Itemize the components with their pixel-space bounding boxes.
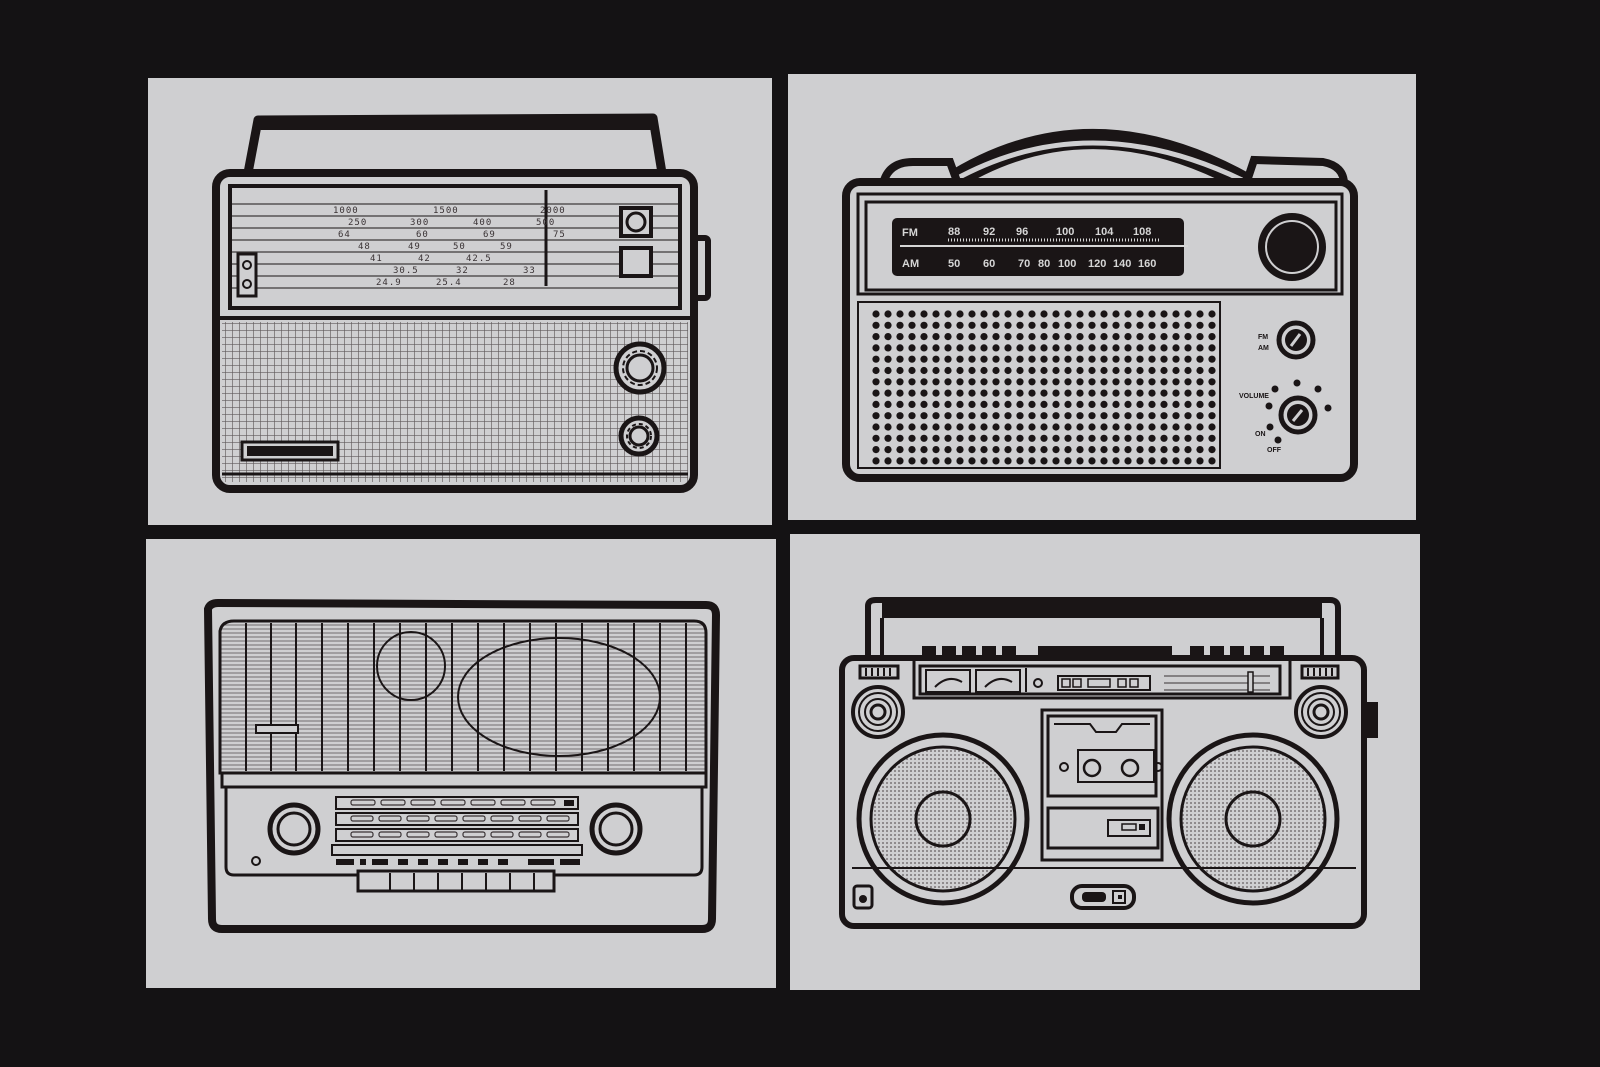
card-tube-radio: Tabletop valve radio — [146, 539, 776, 988]
fm-tick: 92 — [983, 226, 995, 238]
am-tick: 100 — [1058, 258, 1076, 270]
svg-text:41: 41 — [370, 254, 383, 264]
band-fm-label: FM — [1258, 334, 1268, 341]
band-am-label: AM — [1258, 345, 1269, 352]
am-tick: 50 — [948, 258, 960, 270]
am-tick: 160 — [1138, 258, 1156, 270]
on-label: ON — [1255, 431, 1266, 438]
svg-text:64: 64 — [338, 230, 351, 240]
am-tick: 80 — [1038, 258, 1050, 270]
portable-radio-illustration: 1000 1500 2000 250 300 400 500 64 60 69 75 48 49 5… — [212, 113, 711, 493]
svg-text:42.5: 42.5 — [466, 254, 492, 264]
boombox-illustration — [839, 597, 1378, 929]
card-boombox: Stereo cassette boombox — [790, 534, 1420, 990]
svg-text:1000: 1000 — [333, 206, 359, 216]
svg-text:33: 33 — [523, 266, 536, 276]
svg-text:69: 69 — [483, 230, 496, 240]
fm-label: FM — [902, 227, 918, 239]
svg-text:500: 500 — [536, 218, 555, 228]
am-tick: 140 — [1113, 258, 1131, 270]
fm-tick: 100 — [1056, 226, 1074, 238]
svg-text:59: 59 — [500, 242, 513, 252]
svg-text:75: 75 — [553, 230, 566, 240]
fm-tick: 108 — [1133, 226, 1151, 238]
am-tick: 60 — [983, 258, 995, 270]
tube-radio-illustration — [203, 598, 721, 933]
svg-text:32: 32 — [456, 266, 469, 276]
svg-text:28: 28 — [503, 278, 516, 288]
svg-text:1500: 1500 — [433, 206, 459, 216]
svg-text:300: 300 — [410, 218, 429, 228]
svg-text:60: 60 — [416, 230, 429, 240]
fm-tick: 88 — [948, 226, 960, 238]
volume-label: VOLUME — [1239, 393, 1269, 400]
fm-am-radio-illustration: FM AM 88 92 96 100 104 108 50 60 70 80 1… — [842, 129, 1358, 482]
am-tick: 120 — [1088, 258, 1106, 270]
am-label: AM — [902, 258, 919, 270]
svg-text:250: 250 — [348, 218, 367, 228]
svg-text:50: 50 — [453, 242, 466, 252]
svg-text:42: 42 — [418, 254, 431, 264]
fm-tick: 96 — [1016, 226, 1028, 238]
off-label: OFF — [1267, 447, 1282, 454]
svg-text:2000: 2000 — [540, 206, 566, 216]
am-tick: 70 — [1018, 258, 1030, 270]
card-fm-am-radio: FM/AM portable radio FM AM 88 92 96 100 … — [788, 74, 1416, 520]
svg-text:48: 48 — [358, 242, 371, 252]
svg-text:49: 49 — [408, 242, 421, 252]
svg-text:24.9: 24.9 — [376, 278, 402, 288]
svg-text:30.5: 30.5 — [393, 266, 419, 276]
svg-text:25.4: 25.4 — [436, 278, 462, 288]
fm-tick: 104 — [1095, 226, 1114, 238]
svg-text:400: 400 — [473, 218, 492, 228]
